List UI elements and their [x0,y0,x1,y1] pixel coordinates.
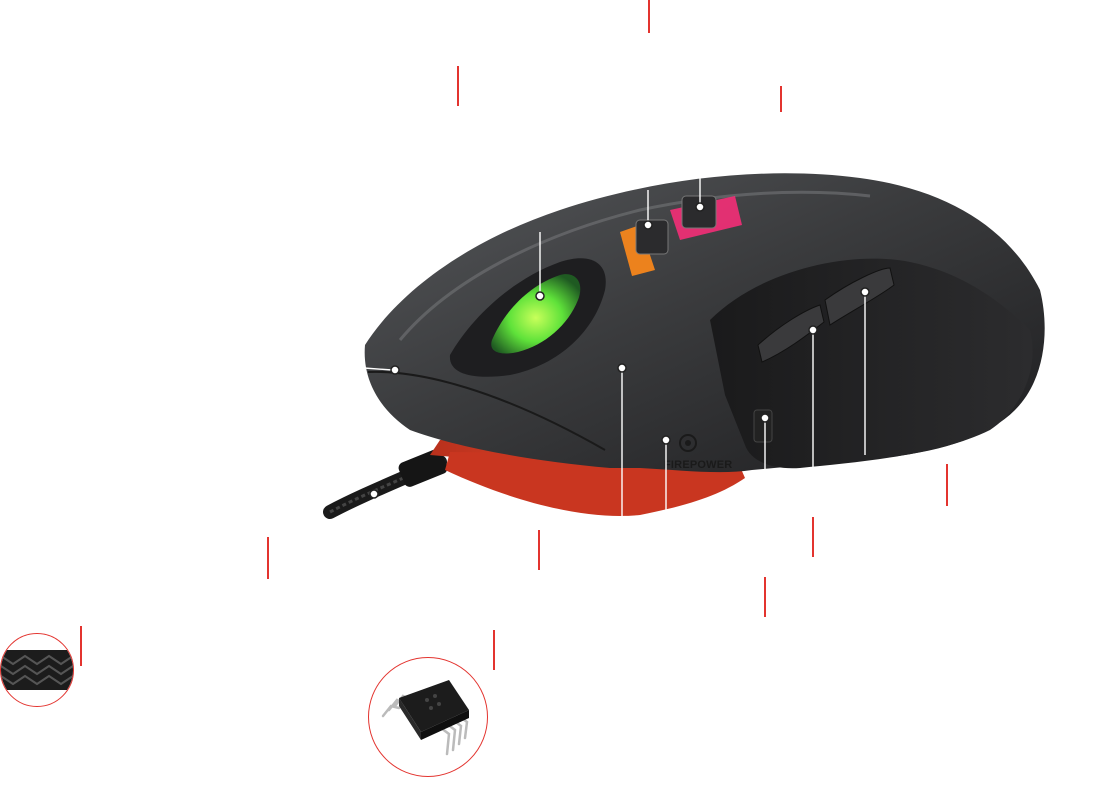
sensor-chip-icon [381,680,469,756]
accent-bar-bottom-right [764,577,766,617]
accent-bar-bottom-center [493,630,495,670]
accent-bar-upper-right [780,86,782,112]
braided-cable-icon [1,650,73,690]
callout-dot-left-button [390,365,400,375]
side-button-front [757,304,825,363]
callout-dot-cable [369,489,379,499]
thumb-panel [710,258,1033,469]
sensor-chip-detail [368,657,488,777]
accent-bar-right [946,464,948,506]
callout-dot-dpi-plus [695,202,705,212]
callout-dot-side-switch [760,413,770,423]
braided-cable-detail [0,633,74,707]
brand-marking: FIREPOWER [664,459,732,471]
dpi-button-minus [635,219,669,255]
callout-dot-scroll-wheel [535,291,545,301]
accent-bar-lower-center [538,530,540,570]
scroll-wheel [491,274,581,354]
side-button-rear [824,267,895,326]
dpi-button-plus [681,195,717,229]
braided-cable [323,449,448,519]
accent-bar-lower-left [267,537,269,579]
callout-dot-side-button-front [808,325,818,335]
callouts [363,177,870,520]
callout-dot-dpi-minus [643,220,653,230]
accent-bar-top-center [648,0,650,33]
callout-dot-led-base [661,435,671,445]
accent-bar-upper-left [457,66,459,106]
callout-dot-right-button [617,363,627,373]
callout-dot-side-button-rear [860,287,870,297]
accent-bar-bottom-left [80,626,82,666]
firepower-logo-icon: FIREPOWER [664,434,732,471]
accent-bar-lower-right [812,517,814,557]
